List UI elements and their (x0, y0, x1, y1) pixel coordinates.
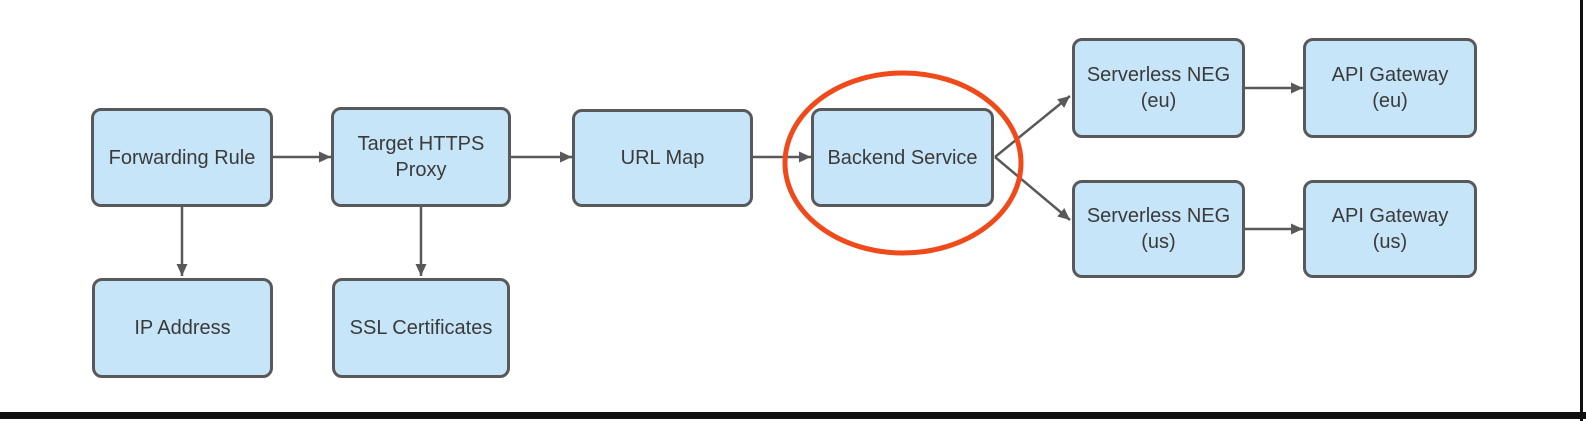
node-serverless-neg-us-label: Serverless NEG (us) (1086, 205, 1231, 253)
node-ip-address: IP Address (92, 278, 273, 378)
arrow-backend-service-to-serverless-neg-eu (994, 95, 1071, 158)
node-serverless-neg-eu: Serverless NEG (eu) (1072, 38, 1245, 138)
node-target-https-proxy: Target HTTPS Proxy (331, 107, 511, 207)
node-ip-address-label: IP Address (134, 317, 231, 339)
node-api-gateway-us: API Gateway (us) (1303, 180, 1477, 278)
node-api-gateway-eu: API Gateway (eu) (1303, 38, 1477, 138)
node-forwarding-rule-label: Forwarding Rule (108, 146, 256, 169)
node-serverless-neg-us: Serverless NEG (us) (1072, 180, 1245, 278)
highlight-ellipse (782, 70, 1024, 256)
node-forwarding-rule: Forwarding Rule (91, 108, 273, 207)
node-backend-service: Backend Service (811, 108, 994, 207)
arrow-backend-service-to-serverless-neg-us (994, 156, 1071, 221)
node-url-map: URL Map (572, 109, 753, 207)
frame-bottom-edge (0, 412, 1586, 419)
node-api-gateway-us-label: API Gateway (us) (1331, 205, 1449, 253)
node-api-gateway-eu-label: API Gateway (eu) (1331, 64, 1449, 112)
node-target-https-proxy-label: Target HTTPS Proxy (357, 133, 485, 181)
node-serverless-neg-eu-label: Serverless NEG (eu) (1086, 64, 1231, 112)
node-ssl-certificates-label: SSL Certificates (349, 317, 493, 339)
frame-right-edge (1580, 0, 1583, 421)
node-url-map-label: URL Map (620, 147, 705, 169)
node-ssl-certificates: SSL Certificates (332, 278, 510, 378)
node-backend-service-label: Backend Service (827, 146, 978, 169)
